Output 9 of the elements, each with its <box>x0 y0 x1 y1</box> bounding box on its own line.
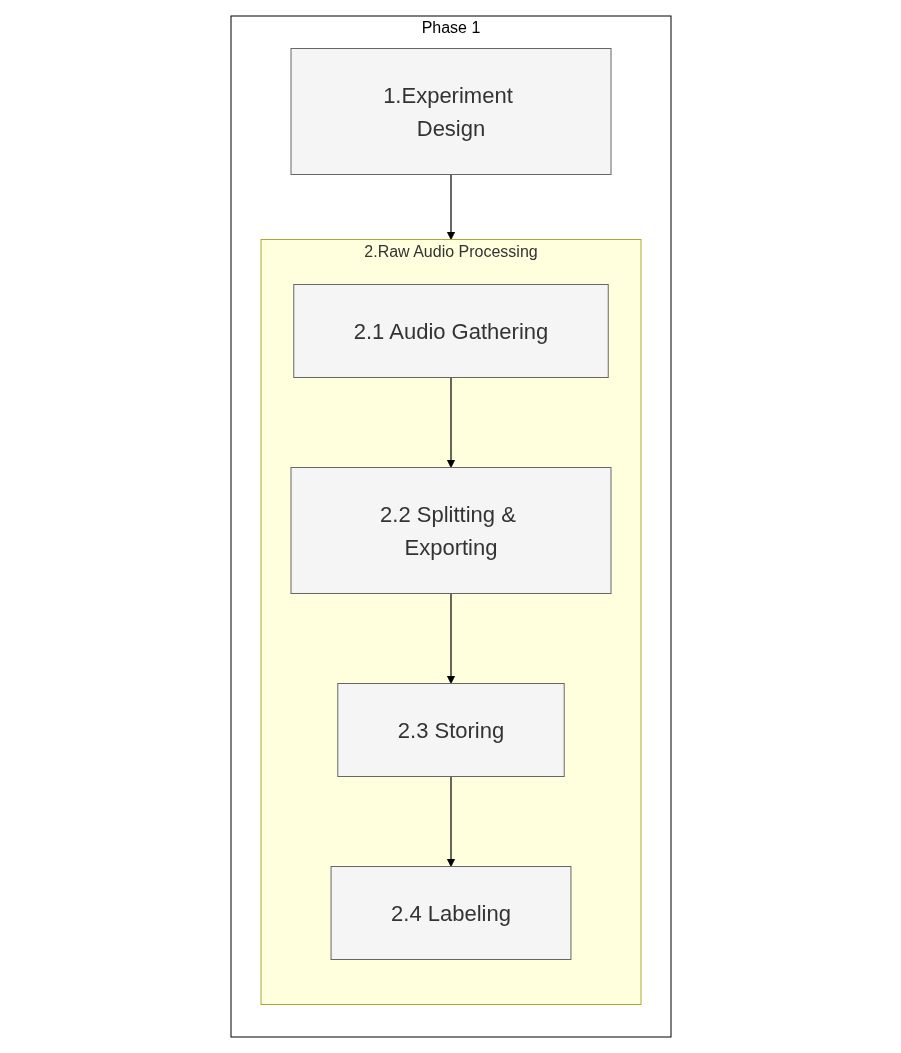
node-box: 2.4 Labeling <box>330 866 571 960</box>
node-box: 2.2 Splitting & Exporting <box>290 467 611 594</box>
arrow <box>446 775 455 867</box>
node-box: 2.1 Audio Gathering <box>292 284 609 378</box>
node-box: 2.3 Storing <box>336 683 565 777</box>
node-box: 1.Experiment Design <box>290 48 611 175</box>
arrow <box>446 376 455 468</box>
arrow <box>446 173 455 240</box>
arrow <box>446 592 455 684</box>
